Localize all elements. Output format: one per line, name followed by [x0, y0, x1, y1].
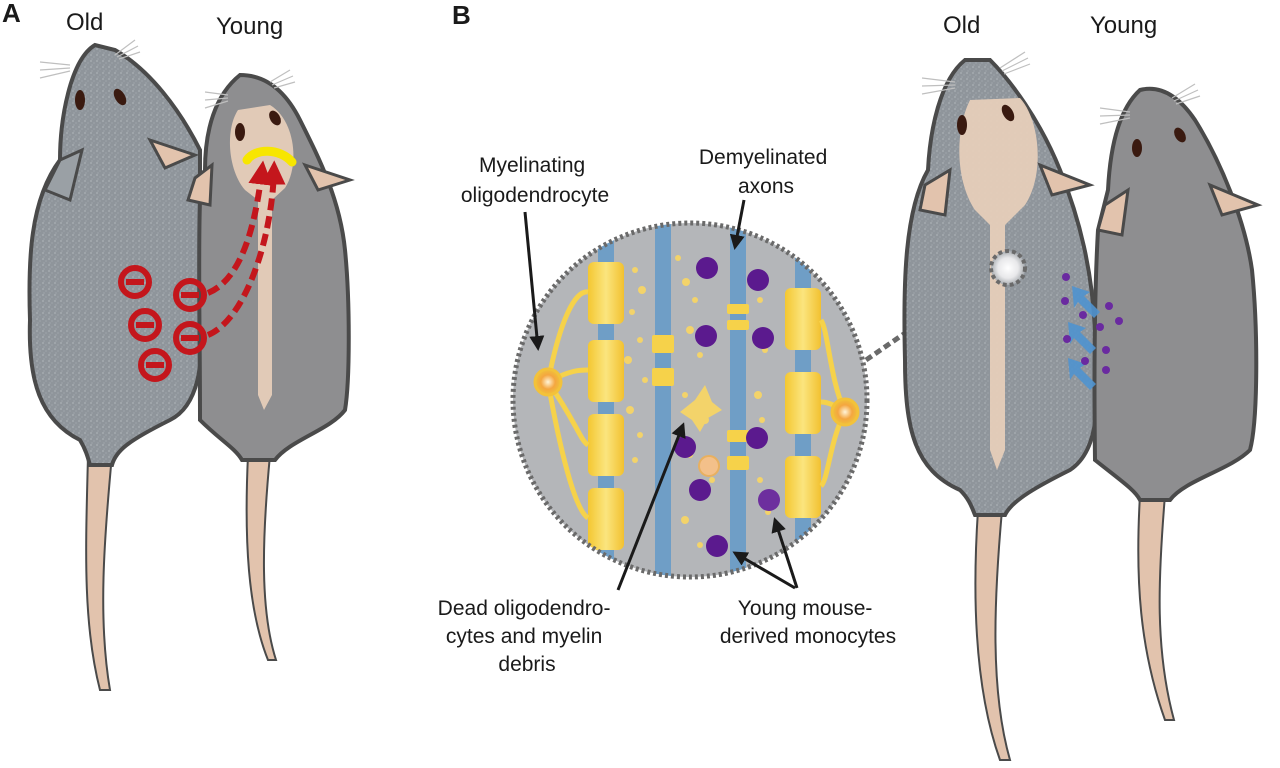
old-mouse-whiskers: [921, 51, 1031, 95]
callout-arrow-monocytes: [732, 551, 796, 590]
callout-arrow-dead: [616, 422, 686, 591]
oligodendrocyte-soma-right: [830, 397, 860, 427]
monocyte: [746, 427, 768, 449]
myelin-sheaths-left: [588, 262, 624, 550]
callout-arrow-monocytes: [771, 517, 799, 589]
monocyte-dot: [1062, 273, 1070, 281]
monocyte-dot: [1102, 346, 1110, 354]
young-mouse-ear-left: [186, 161, 214, 207]
panel-a-label-old: Old: [66, 9, 103, 36]
young-mouse-body: [1092, 86, 1259, 502]
circulating-cells-a: [118, 160, 286, 382]
lesion-magnification: [510, 220, 987, 580]
old-mouse-tail: [85, 454, 114, 691]
axon: [730, 223, 746, 577]
monocyte-dot: [1081, 357, 1089, 365]
demyelination-lesion-a: [242, 146, 297, 167]
young-mouse-whiskers: [204, 69, 296, 109]
migration-arrow-icon: [1068, 358, 1096, 390]
old-mouse-eye-right: [113, 88, 127, 106]
callout-dead-oligodendrocytes: Dead oligodendro- cytes and myelin debri…: [438, 597, 617, 676]
red-cell: [173, 321, 207, 355]
callout-arrow-myelinating: [523, 211, 545, 351]
panel-b: B: [438, 0, 1263, 761]
young-mouse-a: [186, 69, 355, 661]
migration-path-arrow: [206, 160, 273, 296]
young-mouse-eye-right: [1174, 127, 1186, 143]
old-mouse-ear-right: [146, 137, 200, 170]
red-cell: [138, 348, 172, 382]
lesion-spot: [989, 249, 1027, 287]
oligodendrocyte-soma-left: [533, 367, 563, 397]
old-mouse-ear-left: [918, 167, 952, 217]
old-mouse-tail: [974, 509, 1012, 761]
monocytes: [674, 257, 780, 557]
magnification-border: [510, 220, 870, 580]
monocyte-dot: [1105, 302, 1113, 310]
monocyte-dot: [1096, 323, 1104, 331]
monocyte: [674, 436, 696, 458]
young-mouse-ear-left: [1096, 186, 1130, 237]
monocyte-dot: [1079, 311, 1087, 319]
panel-b-label-young: Young: [1090, 12, 1157, 39]
young-mouse-eye-left: [1132, 139, 1142, 157]
old-mouse-eye-left: [75, 90, 85, 110]
monocyte: [706, 535, 728, 557]
old-mouse-eye-left: [957, 115, 967, 135]
red-cell: [128, 308, 162, 342]
monocyte: [696, 257, 718, 279]
young-mouse-ear-right: [301, 162, 355, 192]
monocyte-dot: [1102, 366, 1110, 374]
macrophage: [698, 455, 720, 477]
monocyte-dot: [1115, 317, 1123, 325]
axon: [655, 223, 671, 577]
callout-myelinating: Myelinating oligodendrocyte: [461, 154, 609, 207]
panel-letter-b: B: [452, 0, 471, 30]
migration-arrow-icon: [1068, 322, 1096, 354]
monocyte: [747, 269, 769, 291]
panel-a-label-young: Young: [216, 13, 283, 40]
young-mouse-b: [1092, 83, 1263, 721]
callouts: Myelinating oligodendrocyte Demyelinated…: [438, 146, 896, 676]
old-mouse-eye-right: [1001, 104, 1015, 122]
dead-oligodendrocyte: [680, 385, 722, 432]
monocyte: [695, 325, 717, 347]
red-cell: [173, 278, 207, 312]
callout-monocytes: Young mouse- derived monocytes: [720, 597, 896, 648]
young-mouse-tail: [245, 454, 278, 661]
young-mouse-whiskers: [1099, 83, 1201, 125]
migration-arrow-icon: [1072, 286, 1100, 318]
monocyte: [689, 479, 711, 501]
old-mouse-a: [27, 39, 204, 691]
callout-demyelinated: Demyelinated axons: [699, 146, 833, 198]
monocyte: [752, 327, 774, 349]
monocyte-dot: [1063, 335, 1071, 343]
red-cell: [118, 265, 152, 299]
myelin-sheaths-right: [785, 288, 821, 518]
panel-a: A Old Young: [2, 0, 355, 691]
monocyte-dot: [1061, 297, 1069, 305]
monocyte: [758, 489, 780, 511]
old-mouse-b: [902, 51, 1100, 761]
migration-path-arrow: [206, 160, 286, 338]
myelin-fragments: [652, 304, 749, 470]
young-mouse-ear-right: [1207, 182, 1263, 217]
young-mouse-eye-right: [269, 110, 281, 126]
young-mouse-eye-left: [235, 123, 245, 141]
monocyte-migration: [1061, 273, 1123, 390]
old-mouse-whiskers: [39, 39, 141, 79]
panel-b-label-old: Old: [943, 12, 980, 39]
panel-letter-a: A: [2, 0, 21, 28]
old-mouse-ear-right: [1037, 162, 1095, 197]
callout-arrow-demyelinated: [729, 199, 746, 250]
old-mouse-body: [27, 42, 204, 467]
young-mouse-tail: [1137, 494, 1176, 721]
old-mouse-ear-left: [42, 147, 85, 203]
